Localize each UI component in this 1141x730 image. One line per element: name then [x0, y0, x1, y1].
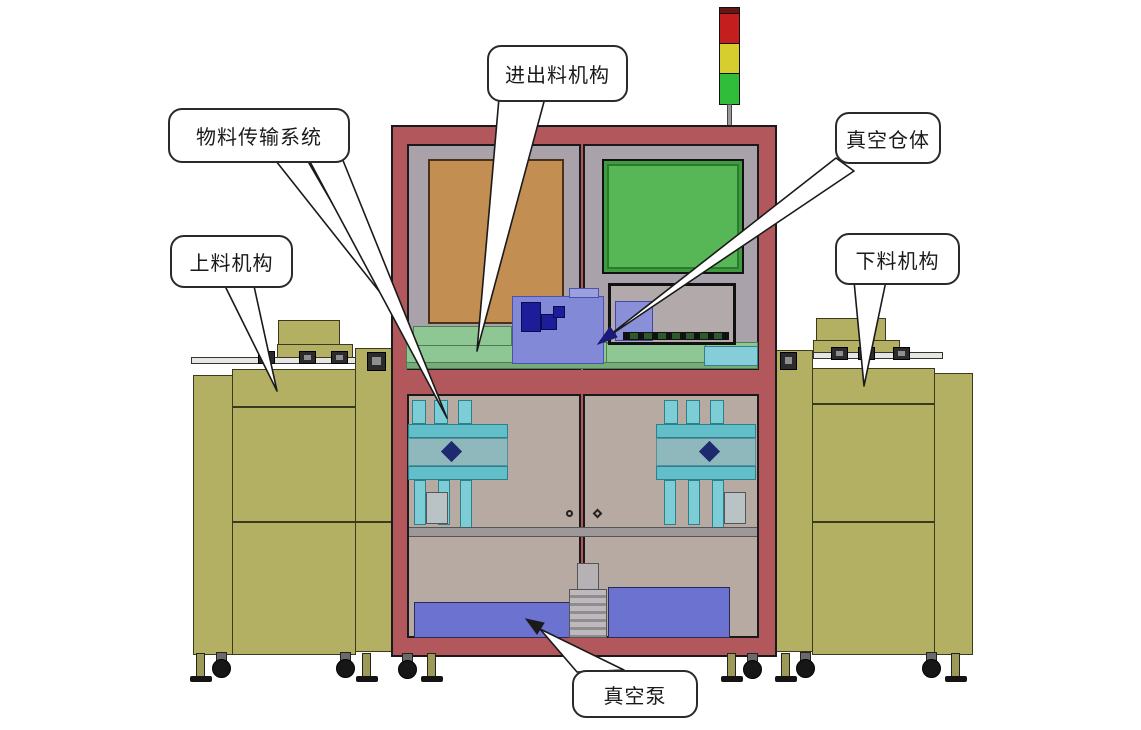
loading-cabinet-seam	[233, 406, 355, 408]
pcb-strip	[623, 332, 729, 340]
foot-pad	[356, 676, 378, 682]
pump-column-neck	[577, 563, 599, 591]
tower-light-red-icon	[719, 13, 740, 44]
machinery-column	[664, 480, 676, 525]
foot-pad	[721, 676, 743, 682]
caster-wheel	[212, 659, 231, 678]
platform-tab	[569, 288, 599, 298]
leveling-foot	[362, 653, 371, 677]
tower-pole	[727, 104, 732, 127]
tray-clamp	[858, 347, 875, 360]
tray-clamp	[367, 352, 386, 371]
unloading-cabinet-right-panel	[934, 373, 973, 655]
unloading-cabinet-body	[812, 368, 935, 655]
tray-clamp	[299, 351, 316, 364]
gripper-part	[521, 302, 541, 332]
caster-wheel	[743, 660, 762, 679]
unloading-top-box	[816, 318, 886, 342]
label-loading: 上料机构	[170, 235, 293, 288]
tower-light-green-icon	[719, 73, 740, 105]
foot-pad	[190, 676, 212, 682]
tower-light-yellow-icon	[719, 43, 740, 74]
vacuum-chamber-glass	[607, 164, 739, 269]
signal-tower	[716, 5, 744, 130]
label-feed-in-out: 进出料机构	[487, 45, 628, 102]
leveling-foot	[951, 653, 960, 677]
caster-wheel	[398, 660, 417, 679]
leader-material-a	[271, 155, 395, 311]
label-material-transfer: 物料传输系统	[168, 108, 350, 163]
machinery-block	[434, 400, 448, 424]
leveling-foot	[427, 653, 436, 677]
leveling-foot	[781, 653, 790, 677]
label-vacuum-chamber-text: 真空仓体	[846, 127, 930, 152]
conveyor-block-right	[606, 343, 706, 363]
tray-clamp	[258, 351, 275, 364]
label-unloading-text: 下料机构	[855, 248, 940, 273]
loading-cabinet-left-panel	[193, 375, 233, 655]
caster-wheel	[336, 659, 355, 678]
label-vacuum-chamber: 真空仓体	[835, 112, 941, 164]
machinery-column	[460, 480, 472, 528]
loading-cabinet-seam	[356, 521, 391, 523]
unloading-cabinet-left-panel	[775, 350, 813, 652]
foot-pad	[945, 676, 967, 682]
door-mid-rail	[409, 527, 757, 537]
machinery-beam	[408, 424, 508, 438]
loading-cabinet-body	[232, 369, 356, 655]
machinery-block	[412, 400, 426, 424]
conveyor-block-left	[413, 326, 512, 346]
caster-wheel	[796, 659, 815, 678]
label-vacuum-pump-text: 真空泵	[603, 683, 667, 708]
loading-top-box	[278, 320, 340, 346]
machinery-block	[458, 400, 472, 424]
inspection-window	[608, 283, 736, 345]
machinery-column	[712, 480, 724, 528]
tray-clamp	[893, 347, 910, 360]
machinery-block	[686, 400, 700, 424]
caster-wheel	[922, 659, 941, 678]
label-material-transfer-text: 物料传输系统	[196, 125, 322, 149]
machinery-block	[664, 400, 678, 424]
label-vacuum-pump: 真空泵	[572, 670, 698, 718]
door-handle	[566, 510, 573, 517]
unloading-cabinet-seam	[813, 403, 934, 405]
tray-clamp	[780, 352, 797, 370]
unloading-cabinet-seam	[813, 521, 934, 523]
machinery-beam	[656, 424, 756, 438]
vacuum-chamber-window	[602, 159, 744, 274]
machinery-column	[688, 480, 700, 525]
leveling-foot	[196, 653, 205, 677]
vacuum-pump-left	[414, 602, 570, 638]
conveyor-cyan-unit	[704, 346, 758, 366]
tray-clamp	[831, 347, 848, 360]
label-loading-text: 上料机构	[189, 251, 274, 275]
machinery-box	[426, 492, 448, 524]
gripper-part	[553, 306, 565, 318]
label-unloading: 下料机构	[835, 233, 960, 285]
machinery-column	[414, 480, 426, 525]
loading-cabinet-seam	[233, 521, 355, 523]
tray-clamp	[331, 351, 348, 364]
machinery-beam	[656, 466, 756, 480]
vacuum-pump-right	[608, 587, 730, 638]
foot-pad	[775, 676, 797, 682]
leveling-foot	[727, 653, 736, 677]
machinery-beam	[408, 466, 508, 480]
pump-column-body	[569, 589, 607, 638]
loading-cabinet-right-panel	[355, 348, 392, 652]
machinery-carriage	[408, 438, 508, 466]
machinery-block	[710, 400, 724, 424]
machinery-box	[724, 492, 746, 524]
label-feed-in-out-text: 进出料机构	[505, 63, 610, 87]
foot-pad	[421, 676, 443, 682]
